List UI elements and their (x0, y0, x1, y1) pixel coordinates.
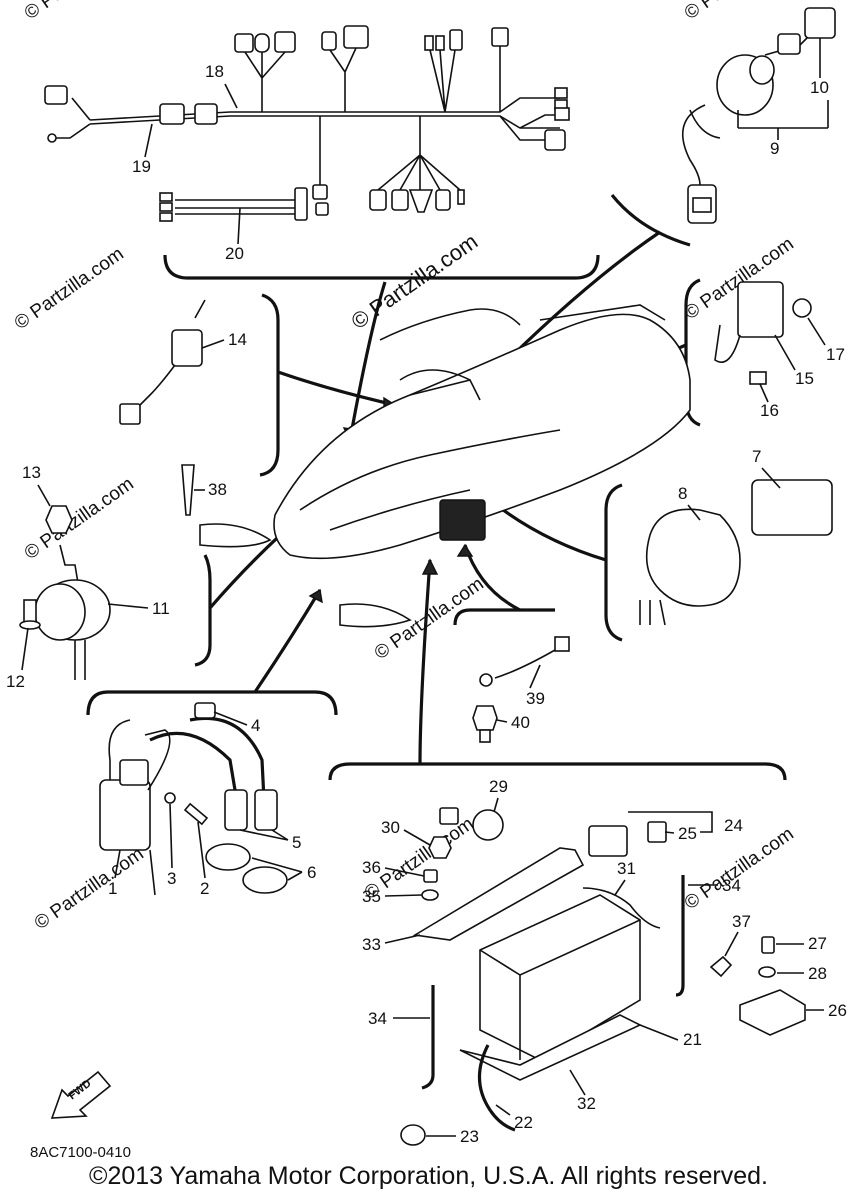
center-watermark: © Partzilla.com (347, 229, 483, 335)
callout-4: 4 (251, 716, 260, 735)
callout-32: 32 (577, 1094, 596, 1113)
callout-9: 9 (770, 139, 779, 158)
watermark: © Partzilla.com (31, 843, 148, 934)
diagram-code: 8AC7100-0410 (30, 1144, 131, 1161)
callout-2: 2 (200, 879, 209, 898)
callout-25: 25 (678, 824, 697, 843)
callout-21: 21 (683, 1030, 702, 1049)
callout-24: 24 (724, 816, 743, 835)
callouts: 18 19 20 9 10 14 15 16 17 13 11 12 38 7 … (6, 38, 847, 1146)
callout-3: 3 (167, 869, 176, 888)
callout-30: 30 (381, 818, 400, 837)
callout-33: 33 (362, 935, 381, 954)
callout-37: 37 (732, 912, 751, 931)
section-brackets (86, 194, 787, 781)
callout-7: 7 (752, 447, 761, 466)
callout-40: 40 (511, 713, 530, 732)
callout-35: 35 (362, 887, 381, 906)
watermark: © Partzilla.com (681, 0, 798, 24)
callout-34: 34 (368, 1009, 387, 1028)
callout-15: 15 (795, 369, 814, 388)
callout-10: 10 (810, 78, 829, 97)
wire-harness-drawing (44, 25, 570, 222)
callout-29: 29 (489, 777, 508, 796)
callout-38: 38 (208, 480, 227, 499)
snowmobile-drawing (199, 304, 691, 628)
callout-27: 27 (808, 934, 827, 953)
callout-6: 6 (307, 863, 316, 882)
main-switch-drawing (681, 7, 836, 224)
callout-13: 13 (22, 463, 41, 482)
callout-26: 26 (828, 1001, 847, 1020)
callout-20: 20 (225, 244, 244, 263)
callout-39: 39 (526, 689, 545, 708)
watermark: © Partzilla.com (11, 243, 128, 334)
callout-12: 12 (6, 672, 25, 691)
callout-36: 36 (362, 858, 381, 877)
callout-1: 1 (108, 879, 117, 898)
callout-23: 23 (460, 1127, 479, 1146)
callout-11: 11 (152, 599, 170, 618)
ignition-coil-drawing (99, 702, 288, 896)
callout-16: 16 (760, 401, 779, 420)
battery-drawing (400, 807, 806, 1146)
copyright-notice: ©2013 Yamaha Motor Corporation, U.S.A. A… (89, 1162, 768, 1190)
watermark: © Partzilla.com (21, 0, 138, 24)
callout-31: 31 (617, 859, 636, 878)
callout-5: 5 (292, 833, 301, 852)
forward-direction-arrow: FWD (50, 1070, 112, 1119)
callout-18: 18 (205, 62, 224, 81)
callout-28: 28 (808, 964, 827, 983)
callout-17: 17 (826, 345, 845, 364)
callout-22: 22 (514, 1113, 533, 1132)
small-parts-drawing (19, 281, 833, 743)
callout-8: 8 (678, 484, 687, 503)
callout-34: 34 (722, 876, 741, 895)
callout-19: 19 (132, 157, 151, 176)
watermark: © Partzilla.com (681, 823, 798, 914)
callout-14: 14 (228, 330, 247, 349)
